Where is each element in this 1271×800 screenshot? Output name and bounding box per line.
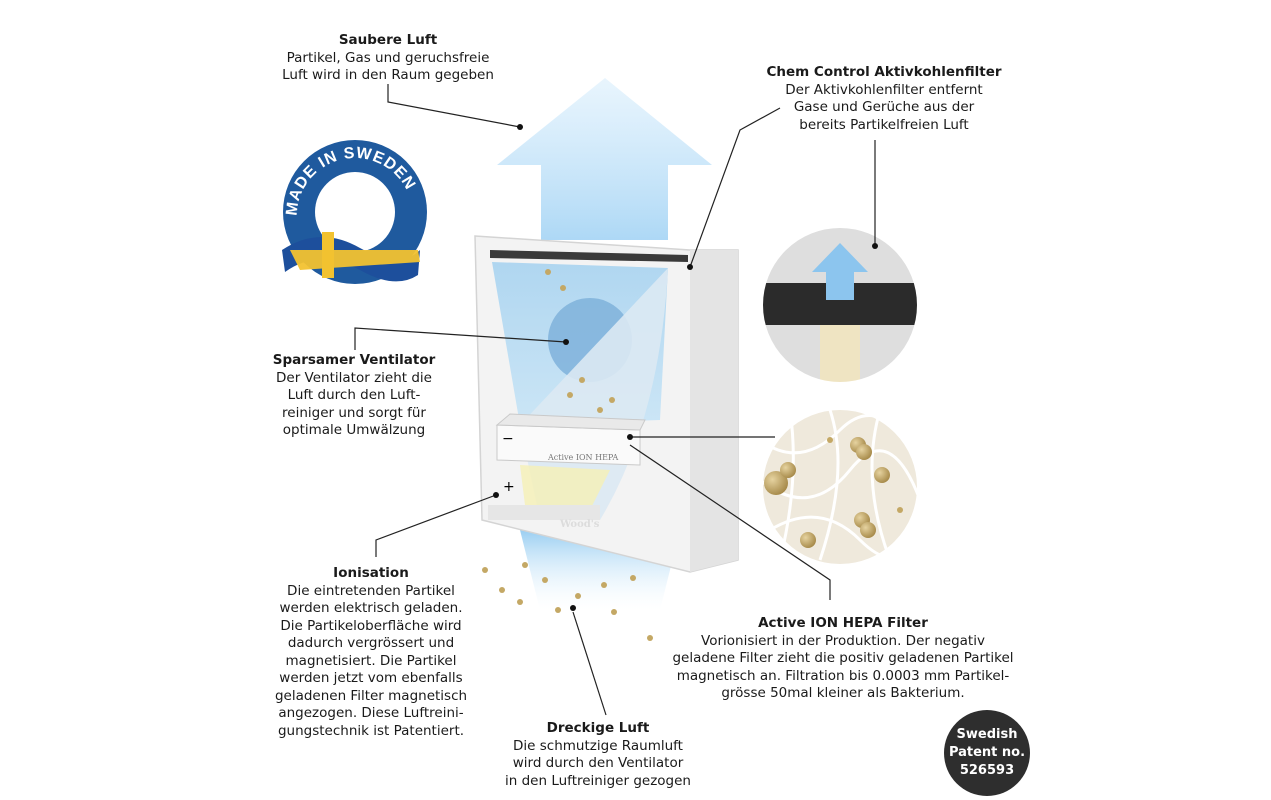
particle [780,462,796,478]
particle [517,599,523,605]
label-hepa: Active ION HEPA Filter Vorionisiert in d… [672,615,1014,701]
leader-dots [493,124,878,611]
particle [764,471,788,495]
particle [609,397,615,403]
made-in-sweden-badge: MADE IN SWEDEN [282,140,427,284]
particle [579,377,585,383]
particle [555,607,561,613]
particle [601,582,607,588]
label-dreckige-luft: Dreckige Luft Die schmutzige Raumluft wi… [505,720,691,789]
particle [545,269,551,275]
particle [897,507,903,513]
particle [860,522,876,538]
label-chem-control: Chem Control Aktivkohlenfilter Der Aktiv… [766,64,1002,133]
clean-air-arrow [497,78,712,240]
leader-hepa [629,444,831,600]
carbon-filter-closeup [759,224,921,386]
particle [647,635,653,641]
particle [856,444,872,460]
particle [560,285,566,291]
particle [611,609,617,615]
particle [630,575,636,581]
leader-ionisation [375,494,497,557]
label-saubere-luft: Saubere Luft Partikel, Gas und geruchsfr… [282,32,494,83]
label-ventilator: Sparsamer Ventilator Der Ventilator zieh… [272,352,436,438]
hepa-filter-label: Active ION HEPA [547,453,619,462]
air-purifier-device [474,235,739,573]
leader-dreckige-luft [572,611,607,716]
particles [482,269,903,641]
swedish-patent-badge: Swedish Patent no. 526593 [944,710,1030,796]
label-ionisation: Ionisation Die eintretenden Partikel wer… [274,565,468,739]
particle [800,532,816,548]
particle [827,437,833,443]
leader-saubere-luft [387,84,521,128]
particle [542,577,548,583]
particle [597,407,603,413]
particle [874,467,890,483]
leader-chem-control [689,107,781,268]
ion-plus-sign: + [503,479,515,495]
particle [499,587,505,593]
particle [567,392,573,398]
patent-text: Swedish Patent no. 526593 [948,727,1026,778]
leader-lines [354,84,876,716]
particle [575,593,581,599]
brand-logo: Wood's [559,519,600,530]
hepa-filter-closeup [759,406,921,568]
particle [522,562,528,568]
filter-minus-sign: − [502,431,514,447]
leader-ventilator [354,327,567,350]
particle [482,567,488,573]
